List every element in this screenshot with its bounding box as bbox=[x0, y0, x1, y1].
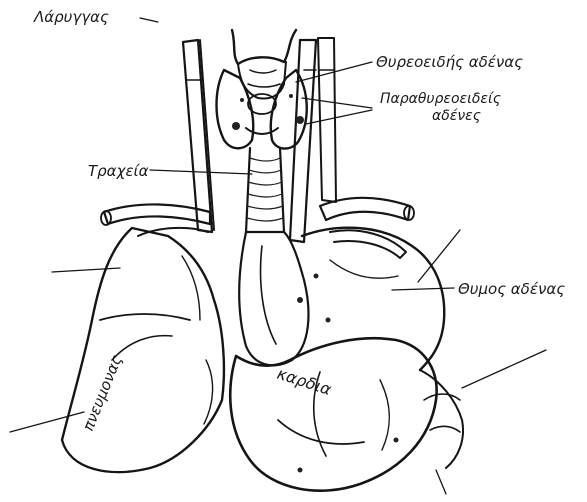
leader-left-margin bbox=[52, 268, 120, 272]
label-larynx: Λάρυγγας bbox=[33, 8, 109, 26]
label-thyroid: Θυρεοειδής αδένας bbox=[376, 53, 523, 71]
leader-thymus bbox=[392, 288, 454, 290]
leader-larynx bbox=[140, 18, 158, 22]
right-vessels bbox=[290, 38, 336, 242]
thymus-gland bbox=[239, 232, 330, 365]
heart bbox=[230, 338, 436, 490]
label-parathyroid-line2: αδένες bbox=[432, 108, 481, 124]
leader-left-lower bbox=[10, 412, 84, 432]
label-trachea: Τραχεία bbox=[88, 162, 149, 180]
left-vessels bbox=[183, 40, 214, 232]
label-parathyroid-line1: Παραθυρεοειδείς bbox=[380, 91, 501, 107]
leader-trachea bbox=[150, 170, 252, 174]
leader-heart-bottom bbox=[436, 470, 446, 494]
trachea bbox=[246, 148, 284, 232]
left-lung bbox=[62, 228, 224, 472]
thyroid-gland bbox=[217, 70, 307, 149]
leader-parathyroid-2 bbox=[306, 110, 372, 124]
right-lung bbox=[302, 228, 463, 468]
leader-right-lower bbox=[462, 350, 546, 388]
label-heart: καρδια bbox=[275, 364, 334, 399]
label-lung: πνευμονας bbox=[79, 352, 126, 433]
label-thymus: Θυμος αδένας bbox=[458, 280, 565, 298]
